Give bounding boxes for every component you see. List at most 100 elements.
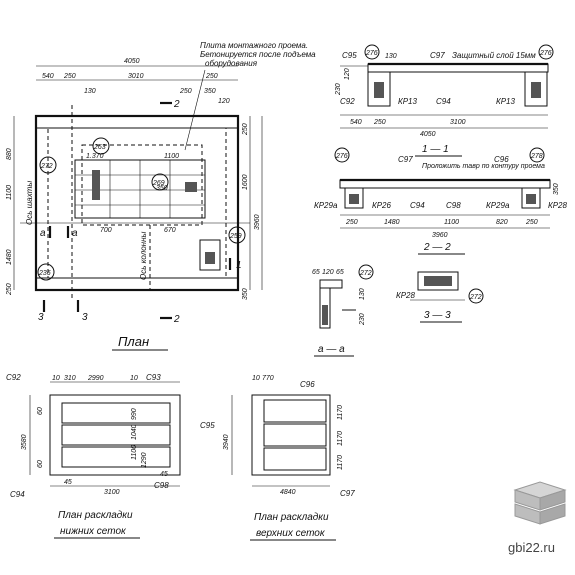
section-1-1: С95 276 С97 Защитный слой 15мм 276 С92 К…: [335, 44, 554, 157]
callout-272: 272: [40, 163, 53, 170]
dim-left-1: 1100: [6, 185, 13, 200]
dim-top2-4: 350: [204, 88, 216, 95]
dim-top-0: 540: [42, 73, 54, 80]
section-marker-a-right: a: [72, 228, 78, 239]
lower-dim-right-2: 1100: [131, 445, 138, 460]
lower-dim-right-0: 990: [131, 408, 138, 420]
saa-dim-4: 130: [359, 288, 366, 300]
s11-label-276a: 276: [365, 50, 378, 57]
s11-label-cover: Защитный слой 15мм: [452, 51, 536, 60]
saa-dim-0: 65: [312, 269, 320, 276]
s22-dim-3: 820: [496, 219, 508, 226]
dim-right-0: 250: [242, 123, 249, 136]
callout-259: 259: [229, 233, 242, 240]
s22-dim-5: 3960: [432, 232, 448, 239]
upper-label-c97: С97: [340, 489, 355, 498]
dim-right-2: 3960: [254, 214, 261, 230]
s11-dim-4: 230: [335, 83, 342, 96]
dim-top-1: 250: [63, 73, 76, 80]
s22-label-note: Проложить тавр по контуру проема: [422, 163, 545, 170]
dim-top2-2: 1100: [164, 153, 179, 160]
s22-dim-4: 250: [525, 219, 538, 226]
section-3-3-caption: 3 — 3: [424, 310, 451, 321]
section-1-1-caption: 1 — 1: [422, 144, 449, 155]
dim-mid-0: 700: [100, 227, 112, 234]
s33-label-kp28: КР28: [396, 291, 416, 300]
s22-label-278: 278: [530, 153, 543, 160]
dim-top2-6: 120: [218, 98, 230, 105]
upper-dim-top-1: 770: [262, 375, 274, 382]
lower-dim-right-1: 1040: [131, 424, 138, 440]
lower-label-c98: С98: [154, 481, 169, 490]
callout-circle-263: [92, 137, 110, 155]
axis-column-label: Ось колонны: [139, 232, 148, 280]
s22-label-276: 276: [335, 153, 348, 160]
dim-top2-5: 250: [179, 88, 192, 95]
dim-left-3: 250: [6, 283, 13, 296]
section-3-3: КР28 272 3 — 3: [396, 271, 484, 323]
upper-dim-top-0: 10: [252, 375, 260, 382]
lower-dim-top-2: 2990: [87, 375, 104, 382]
plan-note-line-1: Плита монтажного проема.: [200, 41, 308, 50]
s22-label-c96: С96: [494, 155, 509, 164]
upper-dim-right-2: 1170: [337, 455, 344, 470]
s22-dim-1: 1480: [384, 219, 400, 226]
section-marker-1-a: 1: [236, 260, 242, 271]
saa-dim-2: 65: [336, 269, 344, 276]
plan-note-line-2: Бетонируется после подъема: [200, 50, 316, 59]
dim-right-3: 350: [242, 288, 249, 300]
s22-label-c97: С97: [398, 155, 413, 164]
callout-236: 236: [38, 270, 51, 277]
s22-dim-2: 1100: [444, 219, 459, 226]
dim-mid-2: 350: [156, 185, 168, 192]
s22-label-c94: С94: [410, 201, 425, 210]
callout-circle-269: [151, 173, 169, 191]
lower-label-c94: С94: [10, 490, 25, 499]
lower-dim-bottom-0: 45: [64, 479, 72, 486]
dim-top2-0: 130: [84, 88, 96, 95]
dim-mid-1: 670: [164, 227, 176, 234]
s22-dim-6: 350: [553, 183, 560, 195]
s11-label-276b: 276: [539, 50, 552, 57]
upper-label-c95: С95: [200, 421, 215, 430]
s22-label-kp28: КР28: [548, 201, 568, 210]
s11-label-c97: С97: [430, 51, 445, 60]
s11-dim-2: 3100: [450, 119, 466, 126]
s11-dim-5: 120: [344, 68, 351, 80]
lower-label-c92: С92: [6, 373, 21, 382]
dim-top2-1: 1.370: [86, 153, 104, 160]
s11-dim-3: 4050: [420, 131, 436, 138]
lower-dim-right-3: 1290: [141, 452, 148, 468]
plan-bottom-wall: [35, 277, 239, 291]
dim-top-2: 3010: [128, 73, 144, 80]
upper-dim-bottom-0: 4840: [280, 489, 296, 496]
dim-left-0: 880: [6, 148, 13, 160]
dim-right-1: 1600: [242, 174, 249, 190]
callout-269: 269: [152, 180, 165, 187]
s22-label-kp26: КР26: [372, 201, 392, 210]
site-logo: gbi22.ru: [508, 481, 567, 555]
lower-dim-top-1: 310: [64, 375, 76, 382]
upper-mesh-caption-1: План раскладки: [254, 512, 329, 523]
s11-dim-0: 540: [350, 119, 362, 126]
s11-label-c94: С94: [436, 97, 451, 106]
saa-dim-3: 230: [359, 313, 366, 326]
section-marker-3-right: 3: [82, 312, 88, 323]
callout-circle-236: [37, 263, 55, 281]
lower-dim-left-0: 3580: [21, 434, 28, 450]
plan-pit: [199, 239, 221, 271]
axis-shaft-label: Ось шахты: [25, 181, 34, 225]
s22-label-c98: С98: [446, 201, 461, 210]
callout-circle-259: [228, 226, 246, 244]
saa-dim-1: 120: [322, 269, 334, 276]
plan-opening-dashed: [81, 144, 203, 226]
plan-title: План: [118, 334, 149, 349]
upper-dim-left-0: 3940: [223, 434, 230, 450]
s22-label-kp29a-right: КР29а: [486, 201, 510, 210]
lower-dim-top-0: 10: [52, 375, 60, 382]
saa-label-272: 272: [359, 270, 372, 277]
dim-overall-width: 4050: [124, 58, 140, 65]
upper-mesh-caption-2: верхних сеток: [256, 528, 326, 539]
upper-mesh-plan: С95 С96 С97 10 770 3940 1170 1170 1170 4…: [200, 375, 355, 541]
